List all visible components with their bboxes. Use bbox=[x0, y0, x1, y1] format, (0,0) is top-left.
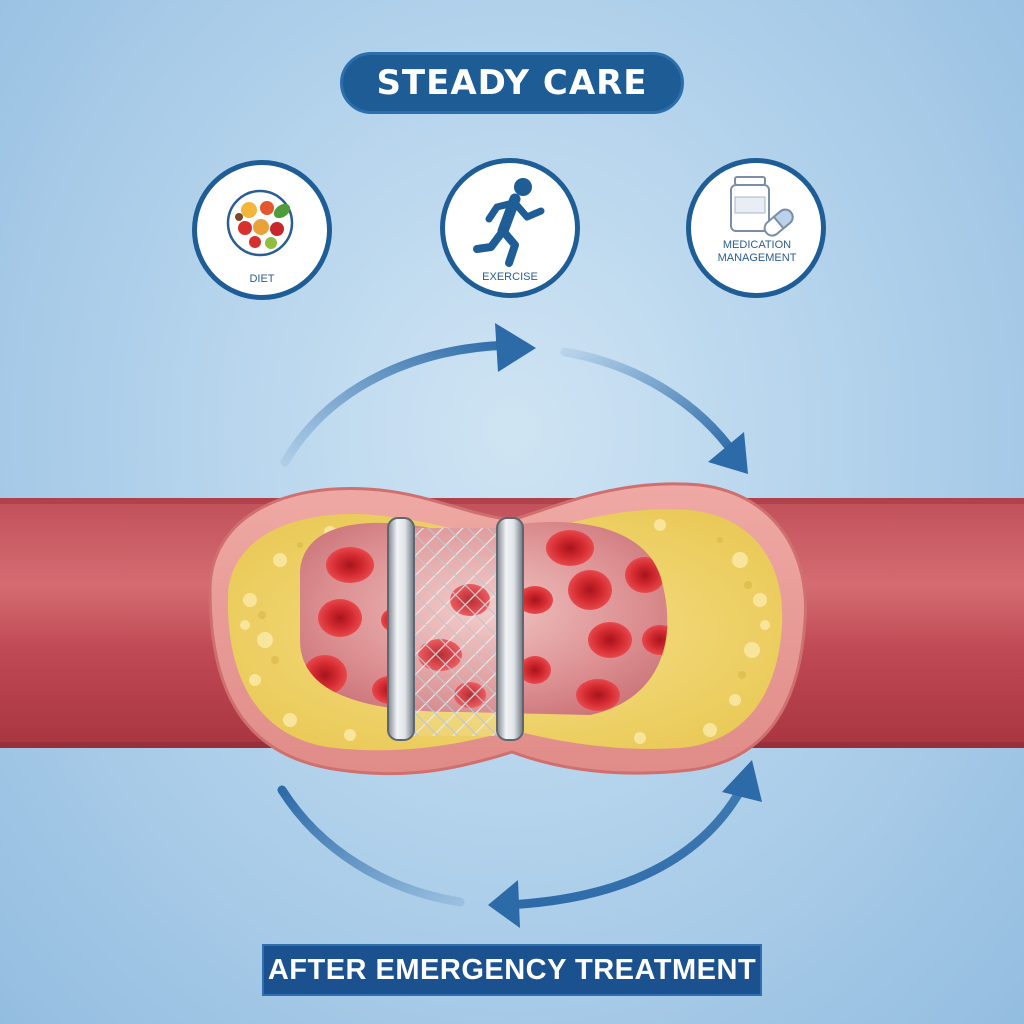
care-item-medication: MEDICATION MANAGEMENT bbox=[686, 158, 826, 298]
footer-caption: AFTER EMERGENCY TREATMENT bbox=[262, 944, 762, 996]
pill-bottle-icon bbox=[730, 176, 794, 237]
arrow-arc-bottom-left bbox=[277, 785, 465, 907]
blood-cell bbox=[519, 656, 551, 684]
stent-mesh bbox=[404, 528, 508, 736]
care-label-diet: DIET bbox=[249, 273, 275, 285]
arrow-head-bottom-right-up bbox=[722, 760, 762, 802]
page-title: STEADY CARE bbox=[340, 52, 684, 114]
blood-cell bbox=[318, 599, 362, 637]
care-item-diet: DIET bbox=[192, 160, 332, 300]
arrow-head-top-right bbox=[708, 432, 748, 474]
food-plate-icon bbox=[226, 189, 294, 257]
blood-cell bbox=[546, 530, 594, 566]
cycle-arrows bbox=[277, 323, 762, 928]
care-label-exercise: EXERCISE bbox=[482, 271, 538, 283]
care-label-medication: MEDICATION MANAGEMENT bbox=[717, 239, 797, 264]
arrow-arc-bottom-right bbox=[500, 777, 750, 910]
blood-cell bbox=[568, 570, 612, 610]
stent-ring-right bbox=[496, 517, 524, 741]
arrow-head-bottom-left bbox=[488, 880, 520, 928]
arrow-head-top-left bbox=[495, 323, 536, 372]
blood-cell bbox=[588, 622, 632, 658]
stent bbox=[387, 517, 524, 741]
arrow-arc-top-right bbox=[560, 347, 740, 460]
stent-ring-left bbox=[387, 517, 415, 741]
blood-cell bbox=[326, 547, 374, 583]
blood-cell bbox=[642, 625, 668, 655]
blood-cell bbox=[517, 586, 553, 614]
care-item-exercise: EXERCISE bbox=[440, 158, 580, 298]
arrow-arc-top-left bbox=[280, 340, 525, 467]
blood-cell bbox=[625, 557, 665, 593]
running-person-icon bbox=[473, 178, 545, 267]
blood-cell bbox=[576, 679, 620, 711]
